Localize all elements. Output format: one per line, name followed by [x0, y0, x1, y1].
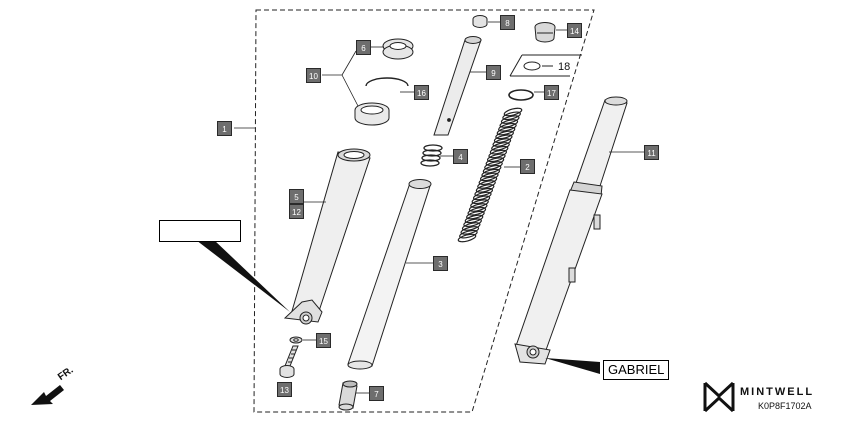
- spring-coil: [459, 229, 478, 239]
- o-ring-part: [508, 89, 534, 101]
- guide-bushing-part: [354, 102, 390, 126]
- spring-coil: [460, 226, 480, 235]
- spring-coil: [470, 199, 489, 208]
- spring-coil: [467, 206, 487, 216]
- outer-fork-tube-part: [283, 148, 371, 325]
- gabriel-label: GABRIEL: [603, 360, 670, 380]
- callout-1: 1: [217, 121, 232, 136]
- assembly-boundary: [253, 9, 595, 413]
- callout-13: 13: [277, 382, 292, 397]
- socket-bolt-part: [279, 345, 299, 378]
- washer-part: [289, 336, 303, 344]
- callout-17: 17: [544, 85, 559, 100]
- oil-seal-part: [382, 38, 414, 60]
- spring-coil: [475, 184, 495, 193]
- spring-coil: [457, 233, 477, 243]
- spring-coil: [488, 149, 508, 159]
- spring-coil: [484, 161, 503, 170]
- mintwell-logo-text: MINTWELL: [740, 386, 815, 398]
- spring-coil: [486, 153, 506, 163]
- snap-ring-part: [365, 77, 409, 87]
- callout-4: 4: [453, 149, 468, 164]
- spring-coil: [466, 210, 485, 220]
- spring-coil: [461, 222, 481, 231]
- spring-coil: [485, 157, 505, 166]
- spring-coil: [496, 126, 516, 136]
- spring-coil: [474, 187, 494, 197]
- small-spring-part: [420, 144, 443, 167]
- leader-10a: [341, 50, 357, 76]
- spring-coil: [481, 168, 501, 178]
- callout-8: 8: [500, 15, 515, 30]
- callout-7: 7: [369, 386, 384, 401]
- front-direction-arrow-icon: [31, 385, 64, 405]
- spring-coil: [498, 122, 517, 132]
- spring-coil: [471, 195, 491, 205]
- leader-10b: [341, 74, 359, 107]
- spring-coil: [477, 180, 496, 189]
- callout-6: 6: [356, 40, 371, 55]
- mintwell-logo-icon: [703, 381, 735, 413]
- spring-coil: [472, 191, 492, 201]
- callout-10: 10: [306, 68, 321, 83]
- spring-coil: [464, 214, 484, 224]
- callout-9: 9: [486, 65, 501, 80]
- callout-15: 15: [316, 333, 331, 348]
- spring-coil: [493, 134, 513, 144]
- diagram-code: K0P8F1702A: [758, 401, 812, 411]
- pointer-wedge-right: [545, 358, 600, 374]
- spring-coil: [502, 111, 521, 121]
- spring-coil: [463, 218, 482, 228]
- fork-pipe-part: [347, 179, 432, 370]
- callout-11: 11: [644, 145, 659, 160]
- spring-coil: [492, 138, 512, 147]
- part-18-inset: [509, 54, 582, 77]
- callout-12: 12: [289, 204, 304, 219]
- nut-part: [472, 15, 488, 28]
- callout-16: 16: [414, 85, 429, 100]
- spring-coil: [491, 142, 510, 151]
- spring-coil: [479, 172, 499, 182]
- callout-2: 2: [520, 159, 535, 174]
- spring-coil: [482, 164, 502, 174]
- callout-5: 5: [289, 189, 304, 204]
- damper-rod-part: [433, 36, 482, 136]
- callout-3: 3: [433, 256, 448, 271]
- spring-coil: [495, 130, 514, 140]
- spring-coil: [500, 115, 520, 124]
- stopper-part: [338, 380, 358, 411]
- spring-coil: [489, 145, 509, 155]
- spring-coil: [478, 176, 498, 186]
- main-spring-part: [457, 107, 523, 243]
- fork-assembly-part: [514, 96, 628, 365]
- inline-part-18-label: 18: [558, 61, 571, 73]
- spring-coil: [468, 203, 488, 212]
- fork-bolt-part: [534, 22, 556, 43]
- blank-label-box: [159, 220, 241, 242]
- spring-coil: [503, 107, 523, 117]
- callout-14: 14: [567, 23, 582, 38]
- pointer-wedge-left: [196, 240, 290, 312]
- spring-coil: [499, 119, 519, 128]
